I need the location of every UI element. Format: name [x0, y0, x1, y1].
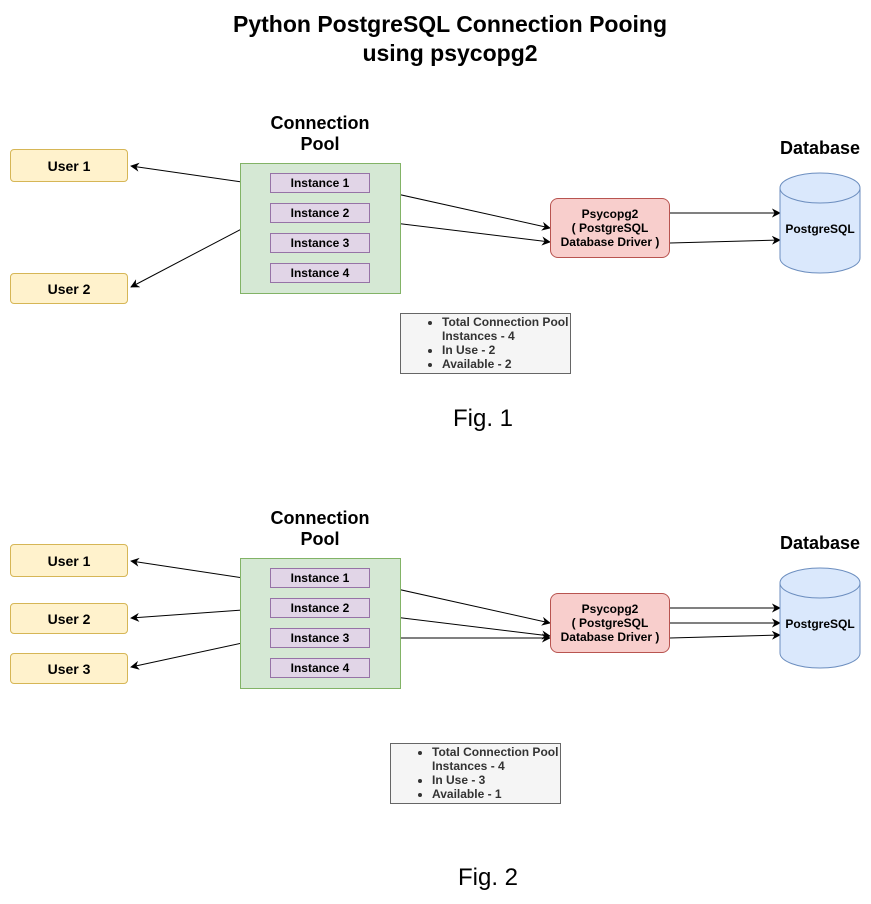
- instance-4-fig2: Instance 4: [270, 658, 370, 678]
- pool-stats-note-1: Total Connection Pool Instances - 4 In U…: [400, 313, 571, 374]
- figure-caption-2: Fig. 2: [457, 864, 519, 891]
- instance-2-fig2: Instance 2: [270, 598, 370, 618]
- instance-4: Instance 4: [270, 263, 370, 283]
- pool-heading-2: Connection Pool: [270, 508, 370, 549]
- user-1-box-fig2: User 1: [10, 544, 128, 577]
- instance-2: Instance 2: [270, 203, 370, 223]
- database-heading-2: Database: [779, 533, 861, 553]
- note-available: Available - 2: [442, 357, 570, 371]
- note-in-use-fig2: In Use - 3: [432, 773, 560, 787]
- user-1-box: User 1: [10, 149, 128, 182]
- pool-stats-note-2: Total Connection Pool Instances - 4 In U…: [390, 743, 561, 804]
- instance-1-fig2: Instance 1: [270, 568, 370, 588]
- user-2-box-fig2: User 2: [10, 603, 128, 634]
- user-3-box-fig2: User 3: [10, 653, 128, 684]
- database-cylinder-1: [779, 172, 861, 274]
- user-2-box: User 2: [10, 273, 128, 304]
- database-label-1: PostgreSQL: [785, 222, 855, 236]
- diagram-title: Python PostgreSQL Connection Pooing usin…: [0, 10, 871, 68]
- psycopg2-driver-1: Psycopg2 ( PostgreSQL Database Driver ): [550, 198, 670, 258]
- note-available-fig2: Available - 1: [432, 787, 560, 801]
- database-heading-1: Database: [779, 138, 861, 158]
- database-label-2: PostgreSQL: [785, 617, 855, 631]
- arrow-driver-to-db-2: [669, 235, 781, 245]
- instance-1: Instance 1: [270, 173, 370, 193]
- arrow2-driver-to-db-3: [669, 630, 781, 640]
- note-in-use: In Use - 2: [442, 343, 570, 357]
- title-line-1: Python PostgreSQL Connection Pooing: [232, 11, 668, 37]
- instance-3-fig2: Instance 3: [270, 628, 370, 648]
- psycopg2-driver-2: Psycopg2 ( PostgreSQL Database Driver ): [550, 593, 670, 653]
- instance-3: Instance 3: [270, 233, 370, 253]
- title-line-2: using psycopg2: [362, 40, 538, 66]
- note-total-fig2: Total Connection Pool Instances - 4: [432, 745, 560, 773]
- note-total: Total Connection Pool Instances - 4: [442, 315, 570, 343]
- pool-heading-1: Connection Pool: [270, 113, 370, 154]
- database-cylinder-2: [779, 567, 861, 669]
- figure-caption-1: Fig. 1: [452, 405, 514, 432]
